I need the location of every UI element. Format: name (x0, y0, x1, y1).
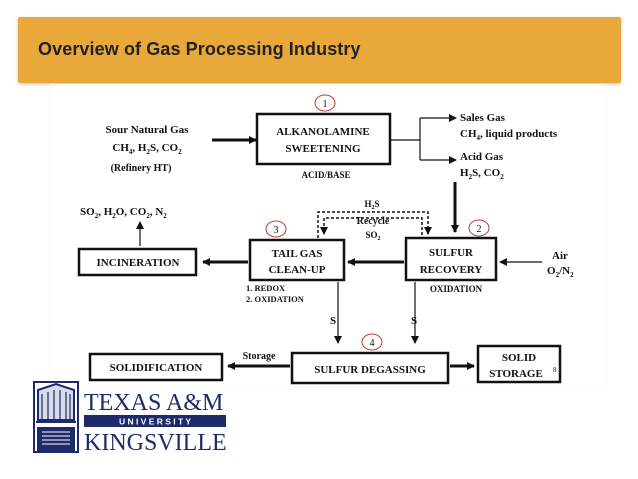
logo-line-3: KINGSVILLE (84, 430, 227, 456)
logo-line-1: TEXAS A&M (84, 390, 223, 416)
recycle-so2: SO2 (365, 230, 380, 242)
slide-title: Overview of Gas Processing Industry (38, 39, 361, 59)
recycle-h2s: H2S (364, 199, 379, 211)
recovery-label-1: SULFUR (429, 247, 474, 259)
feed-note: (Refinery HT) (111, 163, 172, 174)
logo-line-2: U N I V E R S I T Y (119, 417, 191, 427)
emissions-label: SO2, H2O, CO2, N2 (80, 206, 167, 220)
sulfur-flow-left: S (330, 315, 336, 327)
solidification-label: SOLIDIFICATION (110, 362, 203, 374)
sweetening-label-1: ALKANOLAMINE (276, 126, 370, 138)
node-number-2: 2 (477, 224, 482, 235)
sales-gas-label: Sales Gas (460, 112, 506, 124)
recycle-so2-loop (320, 217, 423, 235)
sulfur-flow-right: S (411, 315, 417, 327)
node-solid-storage: SOLID STORAGE 8 (476, 344, 562, 384)
sweetening-label-2: SWEETENING (285, 143, 361, 155)
sweetening-caption: ACID/BASE (301, 170, 350, 180)
solid-storage-label-2: STORAGE (489, 368, 543, 380)
tamuk-logo: TEXAS A&M U N I V E R S I T Y KINGSVILLE (33, 381, 227, 456)
node-degassing: 4 SULFUR DEGASSING (290, 333, 450, 385)
node-number-3: 3 (274, 225, 279, 236)
tailgas-caption-1: 1. REDOX (246, 283, 286, 293)
node-tail-gas: 3 TAIL GAS CLEAN-UP 1. REDOX 2. OXIDATIO… (246, 220, 346, 304)
solid-storage-label-1: SOLID (502, 352, 536, 364)
tailgas-label-1: TAIL GAS (272, 248, 323, 260)
logo-band (84, 415, 226, 427)
degassing-label: SULFUR DEGASSING (314, 364, 426, 376)
node-number-1: 1 (323, 99, 328, 110)
sales-gas-products: CH4, liquid products (460, 128, 558, 142)
node-incineration: INCINERATION (77, 247, 198, 277)
node-sulfur-recovery: 2 SULFUR RECOVERY OXIDATION (404, 219, 498, 294)
recycle-label: Recycle (357, 216, 390, 227)
tailgas-caption-2: 2. OXIDATION (246, 294, 305, 304)
feed-composition: CH4, H2S, CO2 (112, 142, 182, 156)
tailgas-label-2: CLEAN-UP (269, 264, 326, 276)
storage-flow-label: Storage (243, 351, 276, 362)
acid-gas-label: Acid Gas (460, 151, 504, 163)
recovery-caption: OXIDATION (430, 284, 483, 294)
recycle-h2s-loop (317, 211, 432, 238)
incineration-label: INCINERATION (97, 257, 180, 269)
title-bar: Overview of Gas Processing Industry (18, 17, 621, 83)
air-label: Air (552, 250, 568, 262)
air-composition: O2/N2 (547, 265, 574, 279)
recovery-label-2: RECOVERY (420, 264, 483, 276)
acid-gas-composition: H2S, CO2 (460, 167, 504, 181)
node-sweetening: 1 ALKANOLAMINE SWEETENING ACID/BASE (255, 94, 392, 180)
node-solidification: SOLIDIFICATION (88, 352, 224, 382)
feed-label: Sour Natural Gas (106, 124, 190, 136)
logo-emblem (33, 381, 79, 453)
node-number-4: 4 (370, 338, 375, 349)
solid-storage-superscript: 8 (553, 366, 557, 374)
